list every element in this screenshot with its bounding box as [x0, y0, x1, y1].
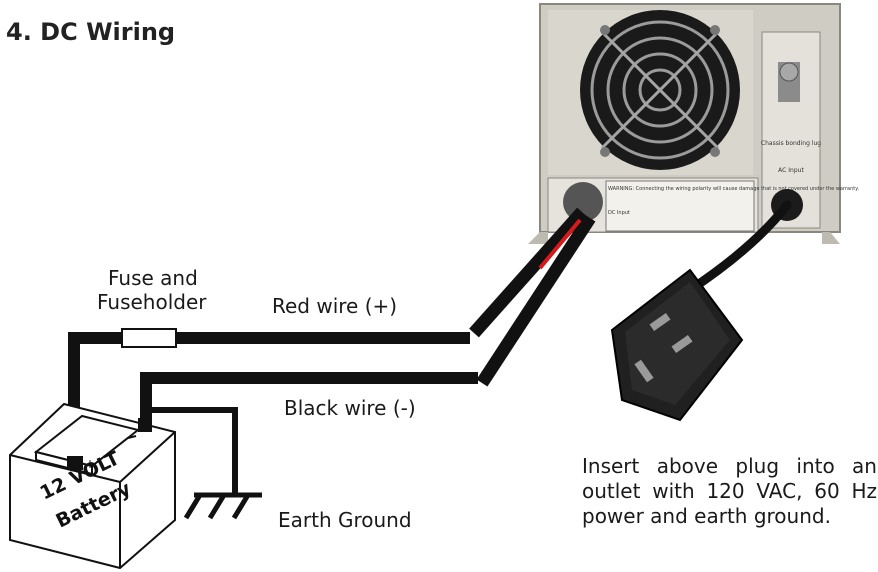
red-wire-label: Red wire (+) [272, 294, 398, 318]
fuse-label-line1: Fuse and [108, 266, 198, 290]
black-wire-label: Black wire (-) [284, 396, 416, 420]
fuse-holder [121, 328, 177, 348]
dc-input-label: DC Input [608, 210, 630, 216]
positive-terminal [67, 456, 83, 470]
dc-cable-bundle [469, 207, 596, 387]
section-title: 4. DC Wiring [6, 18, 176, 46]
warning-text: WARNING: Connecting the wiring polarity … [608, 186, 859, 192]
plug-instruction: Insert above plug into an outlet with 12… [582, 454, 877, 528]
cooling-fan-grille [580, 10, 740, 170]
battery: + 12 VOLT Battery [9, 402, 176, 570]
black-wire [140, 372, 478, 420]
svg-text:+: + [85, 457, 95, 471]
earth-ground-wire [148, 407, 262, 520]
earth-ground-label: Earth Ground [278, 508, 412, 532]
ac-power-cord [610, 189, 803, 422]
fuse-label-line2: Fuseholder [97, 290, 207, 314]
chassis-label: Chassis bonding lug [761, 140, 821, 147]
ac-input-label: AC Input [778, 167, 804, 174]
battery-charger: Chassis bonding lug AC Input WARNING: Co… [528, 3, 859, 244]
negative-terminal [138, 418, 152, 432]
